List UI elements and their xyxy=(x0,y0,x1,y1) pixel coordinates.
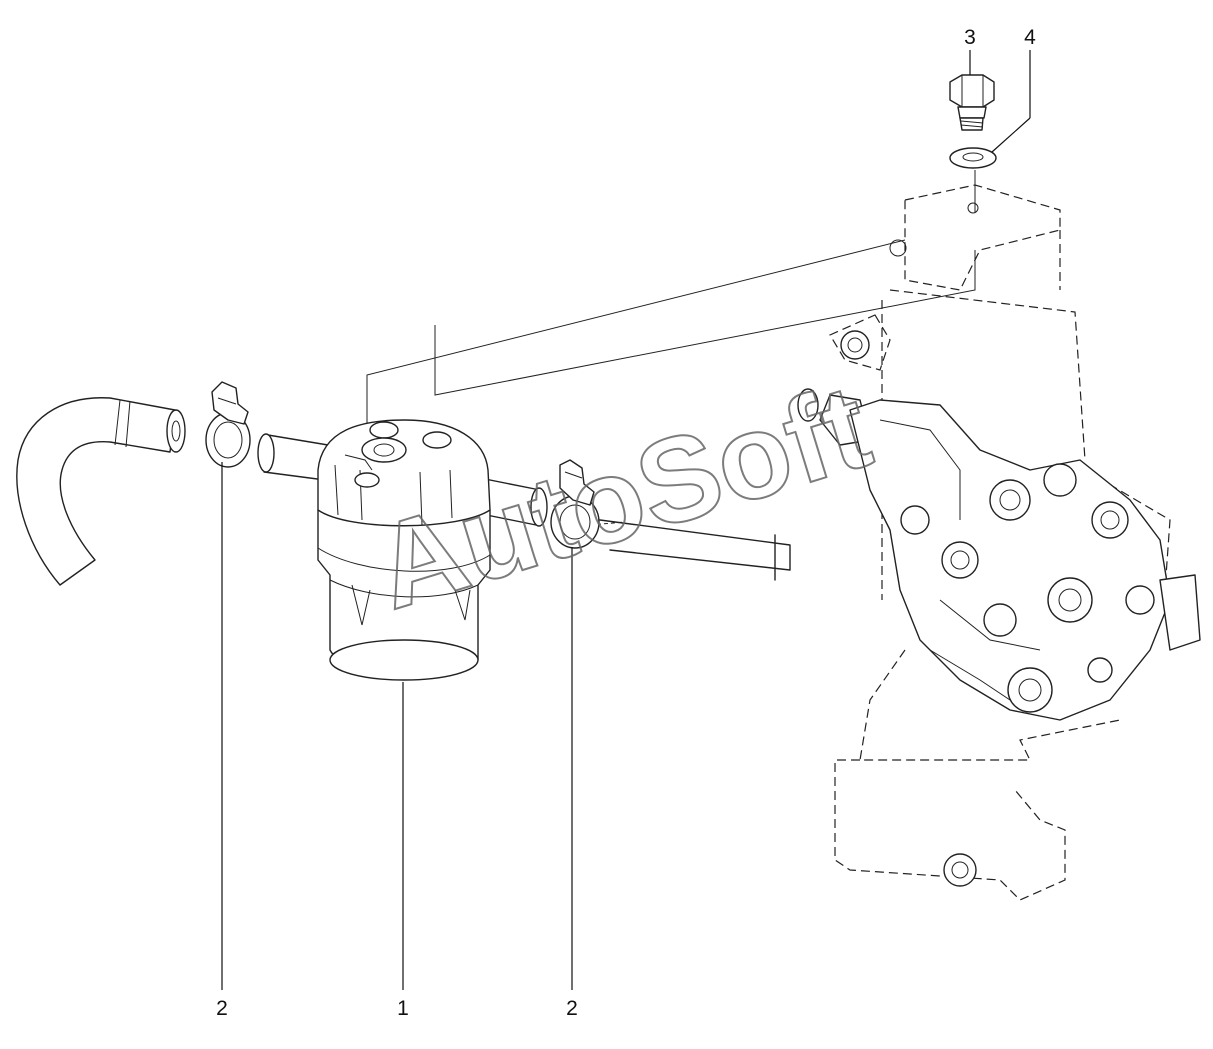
leader-lines xyxy=(221,50,1031,990)
callout-filter: 1 xyxy=(397,997,409,1020)
hose-clamp-left xyxy=(205,381,251,468)
engine-outline xyxy=(829,184,1171,901)
washer xyxy=(949,147,997,169)
engine-components xyxy=(797,388,1201,721)
callout-bolt: 3 xyxy=(964,26,976,49)
callout-washer: 4 xyxy=(1024,26,1036,49)
callout-clamp-right: 2 xyxy=(566,997,578,1020)
fuel-line xyxy=(599,519,791,581)
fuel-hose xyxy=(16,397,186,586)
watermark-text: AutoSoft xyxy=(360,359,884,635)
fuel-filter xyxy=(257,419,548,681)
bolt xyxy=(949,74,995,131)
callout-clamp-left: 2 xyxy=(216,997,228,1020)
hose-clamp-right xyxy=(550,459,600,549)
